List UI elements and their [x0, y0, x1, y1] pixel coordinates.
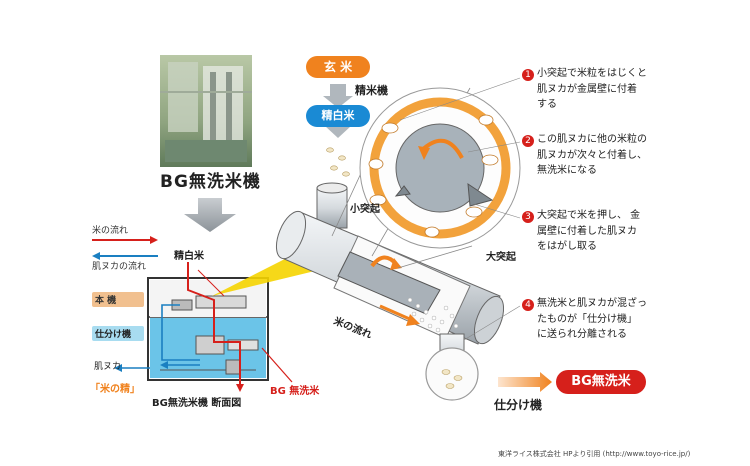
- step-line: この肌ヌカに他の米粒の: [537, 134, 647, 145]
- legend-bran-flow: 肌ヌカの流れ: [92, 262, 147, 272]
- separator-zoom: [425, 347, 479, 401]
- result-pill: BG無洗米: [556, 370, 646, 394]
- process-arrow-icon: [325, 126, 351, 138]
- label-bg-musenmai: BG 無洗米: [270, 386, 320, 397]
- rice-grains: [326, 147, 350, 177]
- large-protrusion-label: 大突起: [486, 252, 516, 263]
- magnified-view: [331, 87, 521, 269]
- seimaiki-label: 精米機: [355, 84, 388, 97]
- machine-tube: [275, 210, 505, 345]
- step-number-badge: 3: [522, 211, 534, 223]
- step-line: 肌ヌカが次々と付着し、: [537, 149, 647, 161]
- factory-photo: [160, 55, 252, 167]
- label-hadanuka: 肌ヌカ: [94, 362, 122, 372]
- down-arrow-icon: [184, 198, 236, 232]
- process-arrow-icon: [323, 84, 353, 108]
- label-honki: 本 機: [92, 292, 144, 307]
- step-line: 無洗米になる: [537, 165, 597, 176]
- legend-arrows: [92, 236, 158, 260]
- step-line: する: [537, 99, 557, 110]
- step-line: をはがし取る: [537, 241, 597, 252]
- step-leader-lines: [399, 77, 521, 341]
- genmai-pill: 玄 米: [306, 56, 370, 78]
- cross-section-box: [114, 262, 269, 392]
- step-number-badge: 2: [522, 135, 534, 147]
- label-shiwakeki: 仕分け機: [92, 326, 144, 341]
- step-line: 属壁に付着した肌ヌカ: [537, 225, 637, 237]
- source-credit: 東洋ライス株式会社 HPより引用 (http://www.toyo-rice.j…: [498, 450, 691, 458]
- step-line: に送られ分離される: [537, 329, 627, 340]
- seihakumai-pill: 精白米: [306, 105, 370, 127]
- step-line: 小突起で米粒をはじくと: [537, 68, 647, 79]
- step-number-badge: 1: [522, 69, 534, 81]
- separator-label: 仕分け機: [494, 398, 543, 412]
- small-protrusion-label: 小突起: [350, 204, 380, 215]
- step-line: 肌ヌカが金属壁に付着: [537, 83, 637, 95]
- cross-section-title: BG無洗米機 断面図: [152, 398, 242, 409]
- step-line: たものが「仕分け機」: [537, 313, 637, 325]
- photo-caption: BG無洗米機: [160, 172, 261, 192]
- result-arrow-icon: [498, 372, 552, 392]
- legend-rice-flow: 米の流れ: [92, 226, 129, 236]
- step-line: 大突起で米を押し、 金: [537, 210, 641, 221]
- label-seihakumai: 精白米: [174, 251, 204, 262]
- label-kome-no-sei: 「米の精」: [90, 384, 140, 395]
- step-number-badge: 4: [522, 299, 534, 311]
- step-line: 無洗米と肌ヌカが混ざっ: [537, 298, 647, 309]
